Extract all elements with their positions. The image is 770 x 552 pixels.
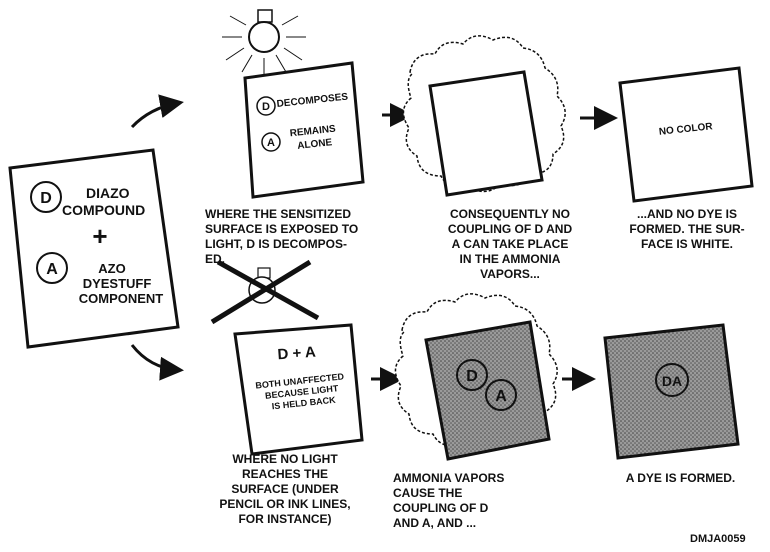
caption-dye-formed: A DYE IS FORMED. — [598, 471, 763, 486]
no-color-card: NO COLOR — [620, 68, 752, 201]
exposed-card: D DECOMPOSES A REMAINS ALONE — [245, 63, 363, 197]
light-bulb-icon — [222, 10, 306, 76]
d-plus-a-label: D + A — [277, 344, 316, 364]
figure-id: DMJA0059 — [690, 533, 746, 545]
component-label: COMPONENT — [79, 291, 164, 306]
arrow-to-shield-path — [132, 345, 178, 370]
azo-label: AZO — [98, 261, 125, 276]
plus-sign: + — [92, 221, 107, 251]
dye-da-label: DA — [662, 373, 682, 389]
caption-no-dye: ...AND NO DYE IS FORMED. THE SUR- FACE I… — [608, 207, 766, 252]
d-symbol: D — [40, 190, 52, 207]
shielded-card: D + A BOTH UNAFFECTED BECAUSE LIGHT IS H… — [235, 325, 362, 454]
caption-no-light: WHERE NO LIGHT REACHES THE SURFACE (UNDE… — [205, 452, 365, 527]
dyestuff-label: DYESTUFF — [83, 276, 152, 291]
coupling-d-symbol: D — [466, 368, 478, 385]
sensitized-sheet: D DIAZO COMPOUND + A AZO DYESTUFF COMPON… — [10, 150, 178, 347]
caption-ammonia: AMMONIA VAPORS CAUSE THE COUPLING OF D A… — [393, 471, 533, 531]
diazo-label: DIAZO — [86, 185, 130, 201]
coupling-a-symbol: A — [495, 388, 507, 405]
coupling-card: D A — [426, 322, 549, 459]
exposed-d-symbol: D — [262, 101, 270, 113]
dye-formed-card: DA — [605, 325, 738, 458]
blocked-light-icon — [212, 262, 318, 322]
blank-card-in-vapor — [430, 72, 542, 195]
a-symbol: A — [46, 261, 58, 278]
caption-consequently: CONSEQUENTLY NO COUPLING OF D AND A CAN … — [420, 207, 600, 282]
compound-label: COMPOUND — [62, 202, 145, 218]
exposed-a-symbol: A — [267, 137, 275, 149]
caption-exposed: WHERE THE SENSITIZED SURFACE IS EXPOSED … — [205, 207, 420, 267]
arrow-to-light-path — [132, 103, 178, 127]
